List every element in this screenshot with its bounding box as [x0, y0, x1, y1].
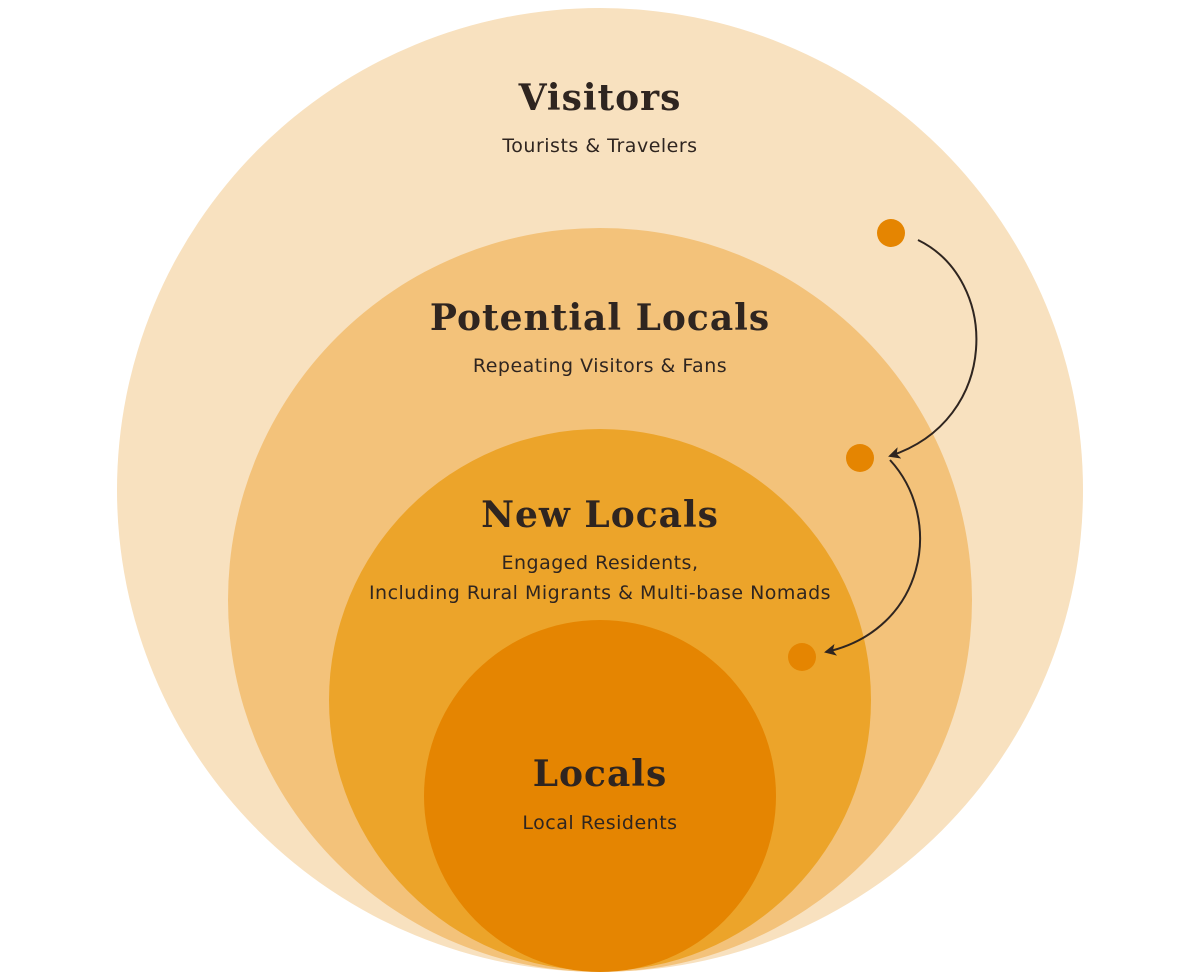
locals-subtitle: Local Residents: [522, 812, 677, 834]
potential-dot: [846, 444, 874, 472]
potential-locals-title: Potential Locals: [430, 297, 770, 339]
visitors-subtitle: Tourists & Travelers: [501, 135, 697, 157]
potential-locals-subtitle: Repeating Visitors & Fans: [473, 355, 727, 377]
arrow-visitors-to-potential: [888, 239, 978, 459]
new-locals-title: New Locals: [481, 494, 719, 536]
new-locals-subtitle-line1: Engaged Residents,: [502, 552, 699, 574]
locals-ring: [424, 620, 776, 972]
visitor-dot: [877, 219, 905, 247]
locals-title: Locals: [533, 753, 668, 795]
new-local-dot: [788, 643, 816, 671]
arrow-potential-to-new: [824, 459, 921, 656]
new-locals-subtitle-line2: Including Rural Migrants & Multi-base No…: [369, 582, 831, 604]
visitors-title: Visitors: [518, 77, 682, 119]
